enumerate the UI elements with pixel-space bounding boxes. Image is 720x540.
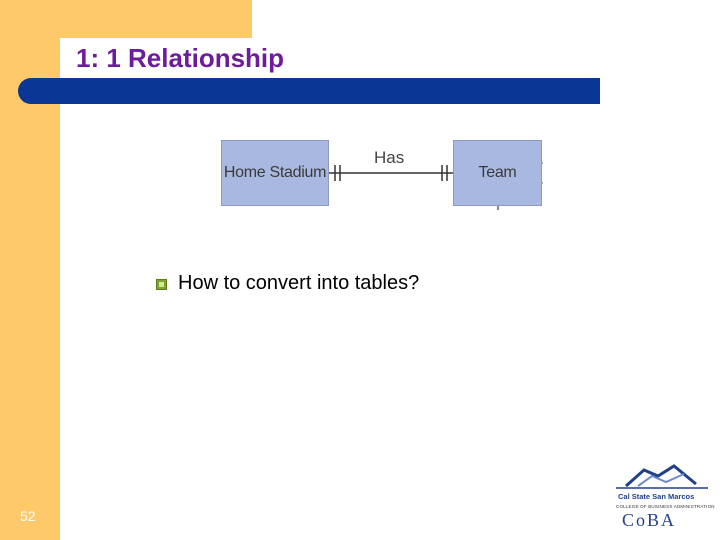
logo-college: COLLEGE OF BUSINESS ADMINISTRATION (616, 504, 715, 509)
entity-home-stadium: Home Stadium (221, 140, 329, 206)
slide-title: 1: 1 Relationship (76, 43, 285, 73)
relationship-label: Has (374, 148, 405, 167)
logo-abbrev: CoBA (622, 510, 677, 530)
mountain-logo-icon (616, 464, 708, 489)
bullet-item: How to convert into tables? (156, 272, 419, 295)
bullet-icon (156, 279, 167, 290)
coba-logo: Cal State San Marcos COLLEGE OF BUSINESS… (608, 462, 715, 534)
title-underline-bar (18, 78, 600, 104)
er-diagram: Home Stadium Has Team (218, 138, 548, 214)
page-number: 52 (20, 508, 36, 524)
title-background (60, 38, 720, 82)
entity-team: Team (453, 140, 542, 206)
bullet-text: How to convert into tables? (178, 272, 420, 294)
logo-university: Cal State San Marcos (618, 492, 695, 501)
